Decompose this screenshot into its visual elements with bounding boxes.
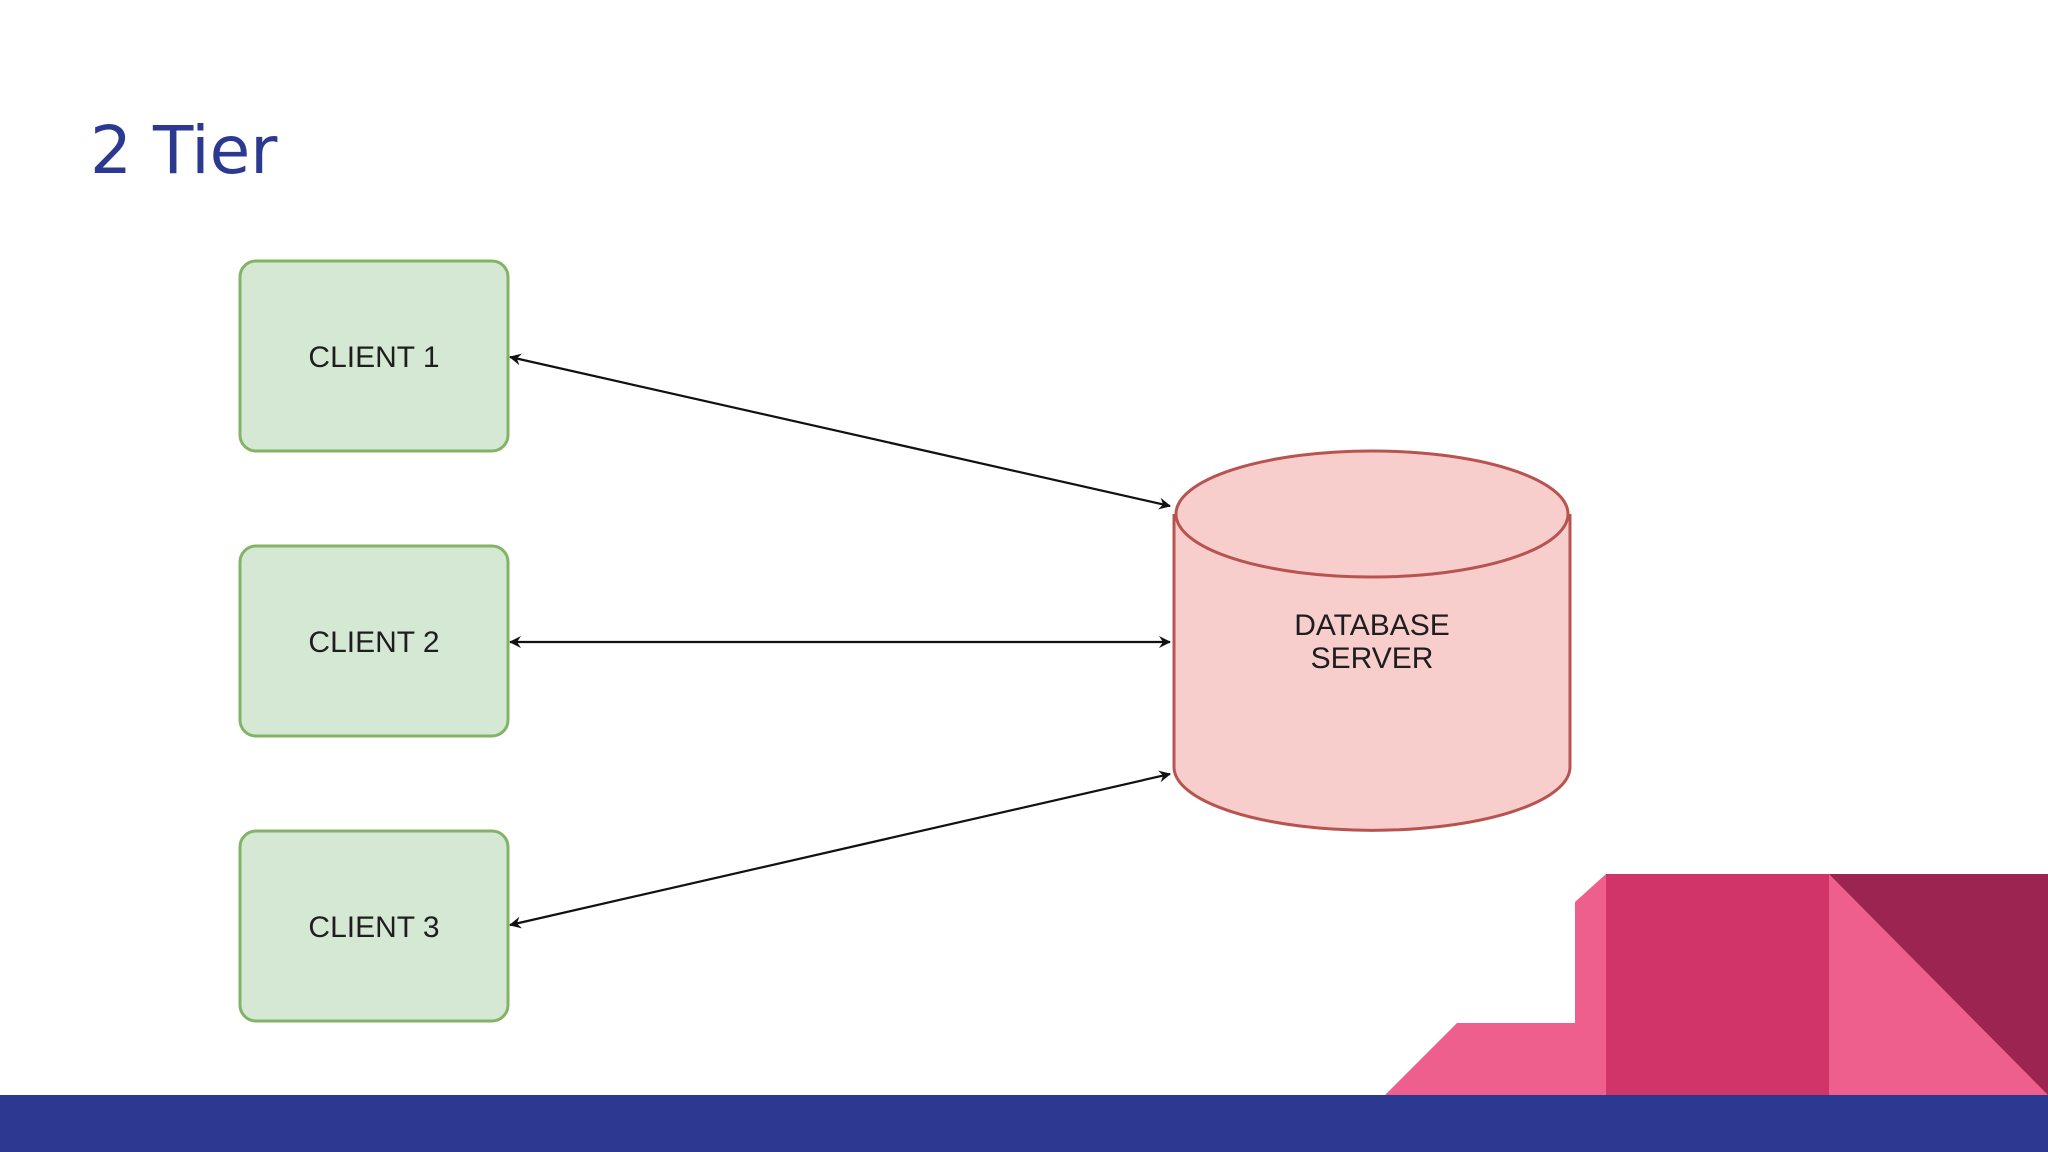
- database-server-label-line2: SERVER: [1311, 642, 1434, 675]
- client-1-node: CLIENT 1: [238, 259, 510, 453]
- database-server-node: DATABASE SERVER: [1172, 449, 1572, 832]
- connector-client-1-server: [509, 353, 1171, 510]
- decor-magenta-block: [1606, 874, 1829, 1095]
- client-1-label: CLIENT 1: [308, 341, 439, 374]
- client-2-label: CLIENT 2: [308, 626, 439, 659]
- client-3-label: CLIENT 3: [308, 911, 439, 944]
- database-server-label-line1: DATABASE: [1294, 609, 1450, 642]
- corner-decoration: [1385, 874, 2048, 1095]
- client-3-node: CLIENT 3: [238, 829, 510, 1023]
- footer-bar: [0, 1095, 2048, 1152]
- slide-title: 2 Tier: [90, 112, 278, 189]
- client-2-node: CLIENT 2: [238, 544, 510, 738]
- decor-pink-left: [1385, 874, 1606, 1095]
- decor-pink-triangle: [1829, 874, 2048, 1095]
- connector-client-3-server: [509, 770, 1171, 929]
